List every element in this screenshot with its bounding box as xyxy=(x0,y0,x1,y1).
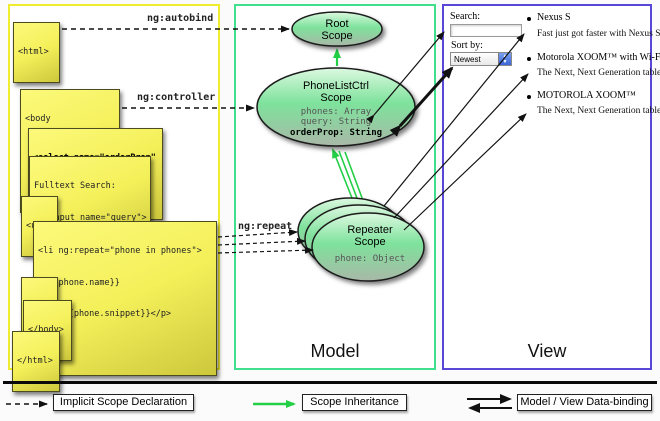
select-stepper-icon[interactable]: ▲▼ xyxy=(498,53,511,65)
code-line: <input name="query"> xyxy=(34,212,147,223)
legend-model-view-databinding: Model / View Data-binding xyxy=(517,394,652,411)
legend-implicit-scope: Implicit Scope Declaration xyxy=(53,394,194,411)
code-line: <li ng:repeat="phone in phones"> xyxy=(38,246,202,256)
code-line: </body> xyxy=(28,325,64,335)
bullet-icon xyxy=(527,95,531,99)
code-line: <html> xyxy=(18,47,49,57)
sort-select[interactable]: Newest ▲▼ xyxy=(450,52,512,66)
code-line: </html> xyxy=(17,356,53,366)
list-item-desc: Fast just got faster with Nexus S. xyxy=(537,29,660,39)
search-input[interactable] xyxy=(450,24,522,37)
list-item-desc: The Next, Next Generation tablet. xyxy=(537,68,660,78)
search-label: Search: xyxy=(450,11,480,22)
view-column-label: View xyxy=(527,341,567,361)
bullet-icon xyxy=(527,17,531,21)
code-line: Fulltext Search: xyxy=(34,181,116,191)
code-line: <p>{{phone.snippet}}</p> xyxy=(38,309,172,319)
list-item-desc: The Next, Next Generation tablet. xyxy=(537,106,660,116)
bullet-icon xyxy=(527,57,531,61)
code-html-open: <html> xyxy=(13,22,60,83)
legend-scope-inheritance: Scope Inheritance xyxy=(302,394,407,411)
list-item-title: Motorola XOOM™ with Wi-Fi xyxy=(537,52,660,63)
sort-select-value: Newest xyxy=(454,55,481,64)
code-line: <body xyxy=(25,114,51,124)
model-column-label: Model xyxy=(310,341,360,361)
sort-by-label: Sort by: xyxy=(451,40,483,51)
ng-controller-label: ng:controller xyxy=(137,92,216,103)
legend-separator xyxy=(3,381,657,384)
list-item-title: MOTOROLA XOOM™ xyxy=(537,90,636,101)
model-column: Model xyxy=(234,4,436,370)
list-item-title: Nexus S xyxy=(537,12,571,23)
ng-autobind-label: ng:autobind xyxy=(147,13,214,24)
code-line: {{phone.name}} xyxy=(38,277,120,288)
ng-repeat-label: ng:repeat xyxy=(238,221,293,232)
